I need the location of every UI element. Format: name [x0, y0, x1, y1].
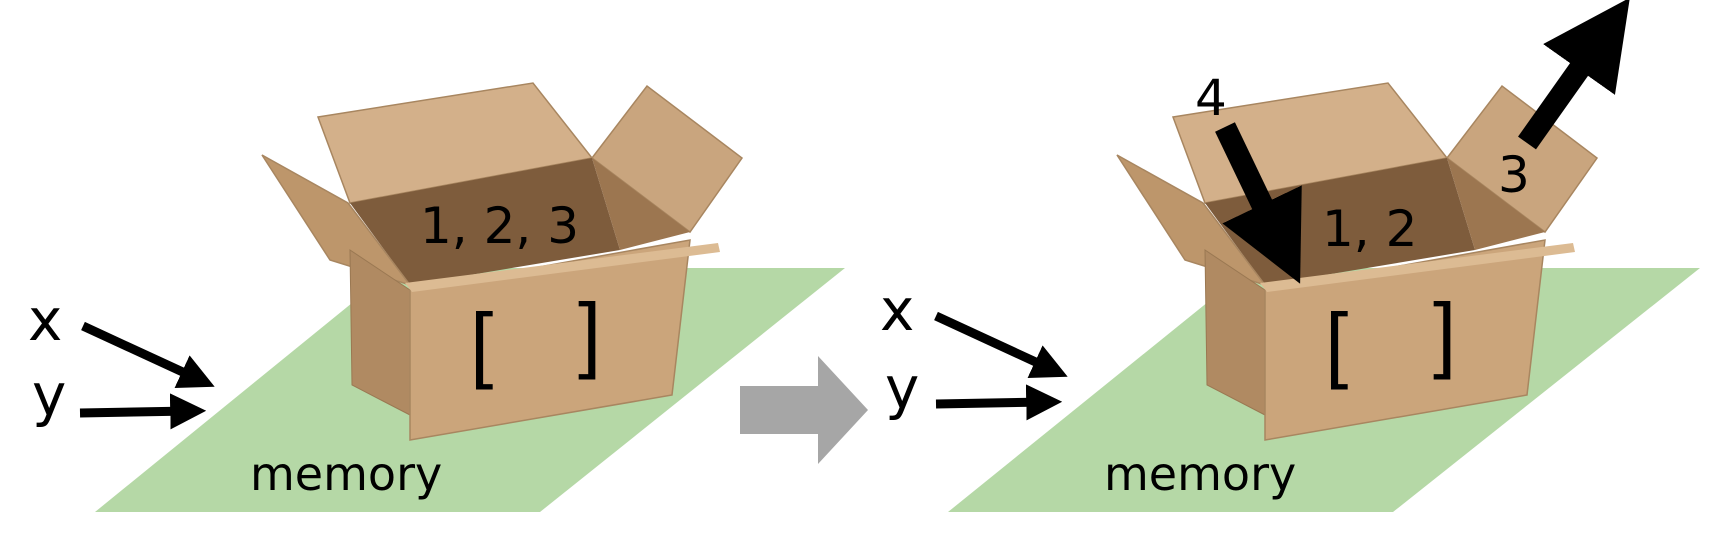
list-close-bracket: ]: [1433, 286, 1456, 380]
box-contents: 1, 2: [1322, 200, 1417, 258]
variable-y-label: y: [885, 354, 919, 422]
before-panel: 1, 2, 3 [ ] x y memory: [28, 82, 845, 512]
memory-label: memory: [1104, 447, 1296, 501]
box-contents: 1, 2, 3: [420, 197, 579, 255]
variable-x-label: x: [28, 286, 62, 354]
y-reference-arrow: [79, 393, 207, 430]
append-arrow: [1215, 122, 1302, 284]
after-panel: 1, 2 [ ] x y 4 3 memory: [880, 0, 1700, 512]
y-reference-arrow: [935, 384, 1063, 421]
variable-y-label: y: [32, 361, 66, 429]
added-value-label: 4: [1195, 69, 1227, 127]
transition-arrow: [740, 356, 868, 464]
memory-label: memory: [250, 447, 442, 501]
removed-value-label: 3: [1498, 146, 1530, 204]
cardboard-box: [1116, 82, 1599, 441]
list-close-bracket: ]: [578, 286, 601, 380]
x-reference-arrow: [81, 321, 215, 389]
cardboard-box: [261, 82, 744, 441]
x-reference-arrow: [934, 311, 1068, 379]
remove-arrow: [1518, 0, 1630, 150]
variable-x-label: x: [880, 276, 914, 344]
list-open-bracket: [: [1325, 296, 1348, 390]
list-open-bracket: [: [470, 296, 493, 390]
